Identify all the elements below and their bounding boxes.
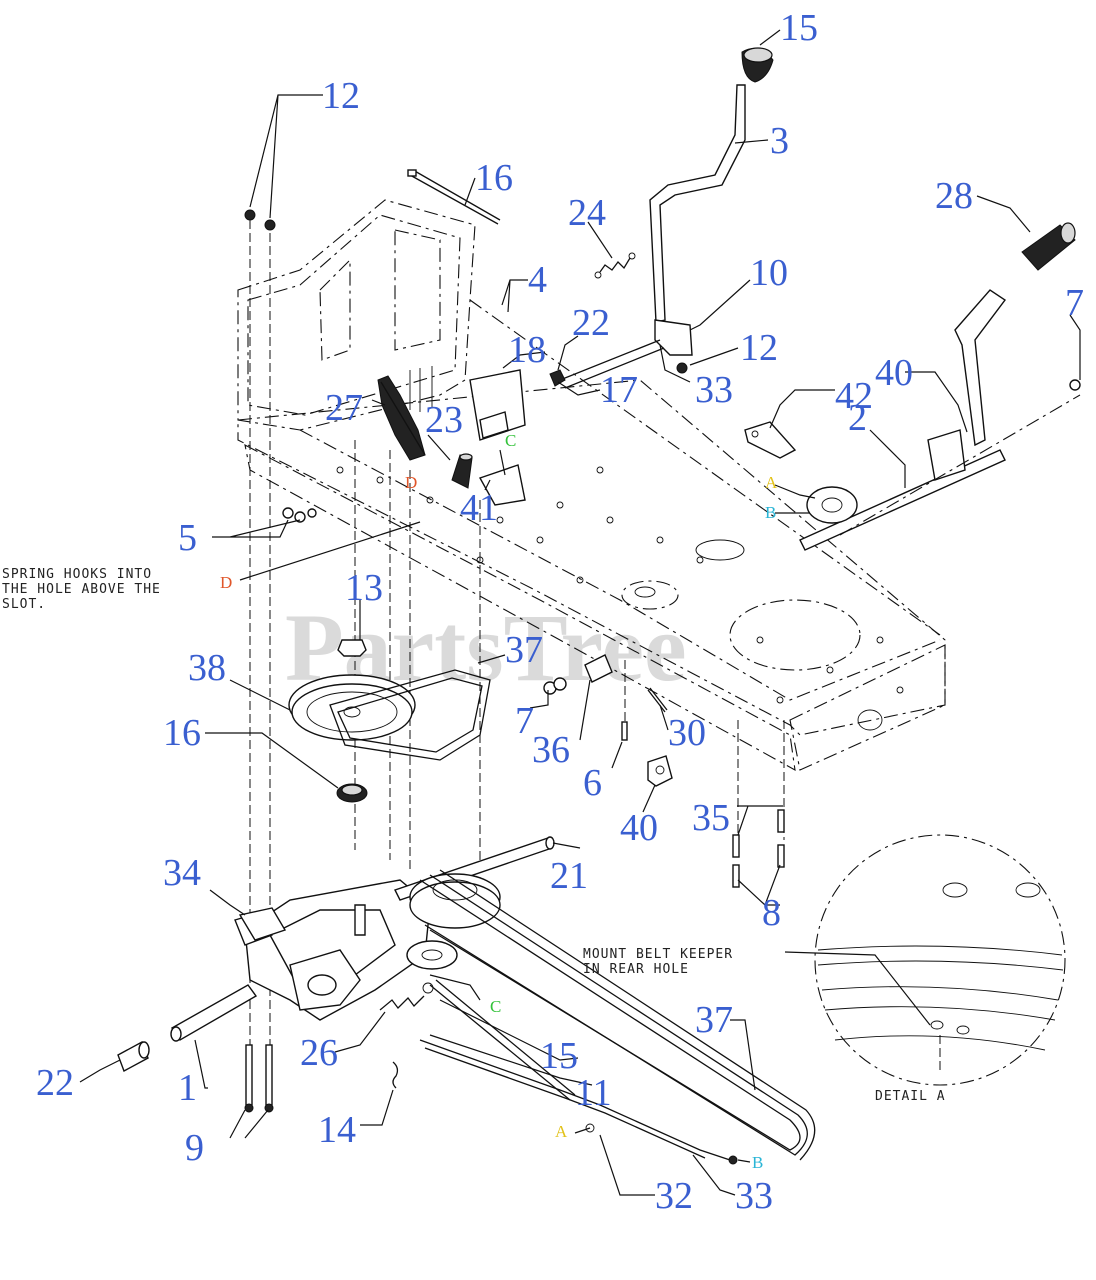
detail-a-label: DETAIL A	[875, 1089, 946, 1104]
callout-26: 26	[300, 1032, 338, 1074]
spring-note-line-3: SLOT.	[2, 597, 46, 612]
callout-3: 3	[770, 120, 789, 162]
spacer-36	[584, 654, 613, 683]
spring-note-line-2: THE HOLE ABOVE THE	[2, 582, 161, 597]
spring-28	[1021, 222, 1076, 271]
nuts-5	[282, 507, 317, 523]
bearing-16	[336, 783, 368, 803]
callout-33: 33	[695, 369, 733, 411]
callout-4: 4	[528, 259, 547, 301]
callout-23: 22	[572, 302, 610, 344]
nut-12-mid	[676, 362, 688, 374]
callout-32: 33	[735, 1175, 773, 1217]
callout-24: 23	[425, 399, 463, 441]
letter-d-top: D	[405, 473, 417, 492]
letter-tags: A B C D D C A B	[220, 431, 778, 1172]
letter-c-top: C	[505, 431, 516, 450]
callout-42: 42	[835, 375, 873, 417]
callout-37: 37	[695, 999, 733, 1041]
sleeve-22	[117, 1041, 150, 1072]
bracket-41	[478, 464, 526, 506]
frame-assembly	[237, 199, 946, 1050]
callout-1: 1	[178, 1067, 197, 1109]
letter-a-top: A	[765, 473, 778, 492]
leader-lines	[79, 29, 1081, 1196]
callout-34: 34	[163, 852, 201, 894]
callout-20: 18	[508, 329, 546, 371]
clip-14	[392, 1061, 399, 1089]
transaxle-pulley	[406, 873, 501, 970]
callout-39: 38	[188, 647, 226, 689]
callout-9: 9	[185, 1127, 204, 1169]
callout-21: 21	[550, 855, 588, 897]
knob	[741, 47, 774, 83]
letter-b-top: B	[765, 503, 776, 522]
callout-17: 15	[780, 7, 818, 49]
pin-30	[647, 687, 668, 713]
callout-14: 14	[318, 1109, 356, 1151]
shift-lever	[559, 84, 746, 389]
callout-5: 5	[178, 517, 197, 559]
callout-18: 16	[475, 157, 513, 199]
callout-38: 37	[505, 629, 543, 671]
callout-12-top: 12	[322, 75, 360, 117]
brake-rod-2	[799, 289, 1081, 551]
letter-b-lower: B	[752, 1153, 763, 1172]
callout-7-right: 7	[1065, 282, 1084, 324]
callout-6: 6	[583, 762, 602, 804]
letter-c-lower: C	[490, 997, 501, 1016]
callout-35: 35	[692, 797, 730, 839]
spring-24	[451, 453, 473, 489]
bracket-42	[744, 421, 797, 459]
belt-note-line-2: IN REAR HOLE	[583, 962, 689, 977]
spring-note-line-1: SPRING HOOKS INTO	[2, 567, 152, 582]
drive-belt-37	[419, 869, 816, 1161]
callout-13: 13	[345, 567, 383, 609]
callout-15: 15	[540, 1035, 578, 1077]
callout-16: 16	[163, 712, 201, 754]
nut-13	[337, 639, 367, 657]
callout-40-lower: 40	[620, 807, 658, 849]
long-rod-18	[407, 169, 501, 225]
spring-26	[379, 995, 425, 1011]
letter-d-note: D	[220, 573, 232, 592]
nuts-12-top	[244, 209, 276, 231]
idler-arms	[419, 979, 738, 1165]
callout-11: 11	[575, 1072, 612, 1114]
callout-22: 22	[36, 1062, 74, 1104]
callout-31: 32	[655, 1175, 693, 1217]
nuts-7-lower	[543, 677, 567, 695]
callout-28: 28	[935, 175, 973, 217]
callout-7-lower: 7	[515, 700, 534, 742]
spring-27	[377, 375, 426, 461]
callout-numbers: 12 16 24 15 3 28 4 10 22 18 12 17 33 42 …	[36, 7, 1084, 1217]
callout-30: 30	[668, 712, 706, 754]
block-34	[238, 907, 287, 941]
clip-23	[549, 369, 566, 387]
bolt-6	[621, 721, 628, 741]
bolts-8-35	[732, 809, 785, 888]
belt-38	[329, 669, 491, 761]
callout-40-top: 40	[875, 352, 913, 394]
callout-27: 27	[325, 387, 363, 429]
nut-7-right	[1069, 379, 1081, 391]
callout-10: 10	[750, 252, 788, 294]
callout-12-mid: 12	[740, 327, 778, 369]
spring-25	[594, 252, 636, 279]
callout-8: 8	[762, 892, 781, 934]
belt-note-line-1: MOUNT BELT KEEPER	[583, 947, 733, 962]
bracket-40-lower	[647, 755, 673, 787]
letter-a-lower: A	[555, 1122, 568, 1141]
callout-2: 2	[848, 397, 867, 439]
callout-41: 41	[460, 487, 498, 529]
transaxle	[170, 836, 555, 1042]
detail-a	[814, 834, 1066, 1086]
callout-19: 17	[600, 369, 638, 411]
bolts-9	[244, 1044, 274, 1113]
bracket-20-19	[469, 369, 526, 441]
callout-25: 24	[568, 192, 606, 234]
notes: SPRING HOOKS INTO THE HOLE ABOVE THE SLO…	[2, 567, 946, 1104]
callout-36: 36	[532, 729, 570, 771]
